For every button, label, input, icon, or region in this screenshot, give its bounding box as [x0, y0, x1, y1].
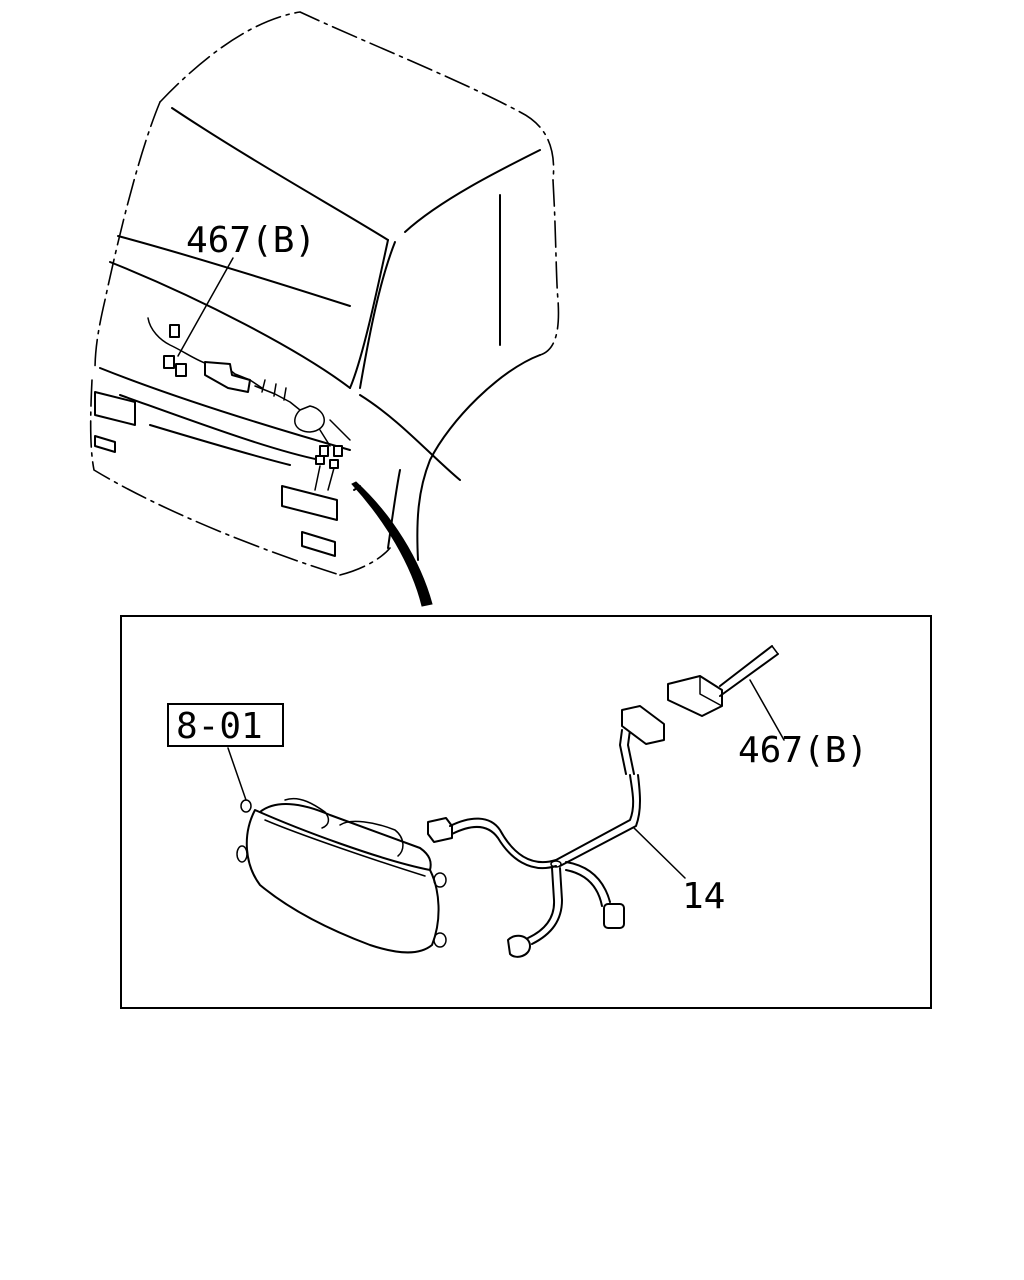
leader-8-01 — [227, 747, 247, 801]
truck-cab-outline — [89, 11, 560, 576]
detail-frame — [120, 615, 932, 1009]
callout-467b-detail: 467(B) — [738, 730, 868, 771]
wiring-harness-14 — [427, 705, 665, 958]
reference-box-8-01 — [167, 703, 284, 747]
detail-pointer-arrow — [351, 481, 433, 607]
cab-wiring-harness — [147, 317, 351, 491]
headlamp-assembly — [236, 798, 447, 954]
leader-467b-cab — [177, 257, 234, 357]
callout-467b-cab: 467(B) — [186, 220, 316, 261]
connector-467b — [667, 645, 779, 717]
leader-467b-detail — [749, 679, 785, 741]
callout-14: 14 — [682, 876, 725, 917]
callout-8-01: 8-01 — [176, 706, 263, 747]
leader-14 — [633, 827, 686, 879]
